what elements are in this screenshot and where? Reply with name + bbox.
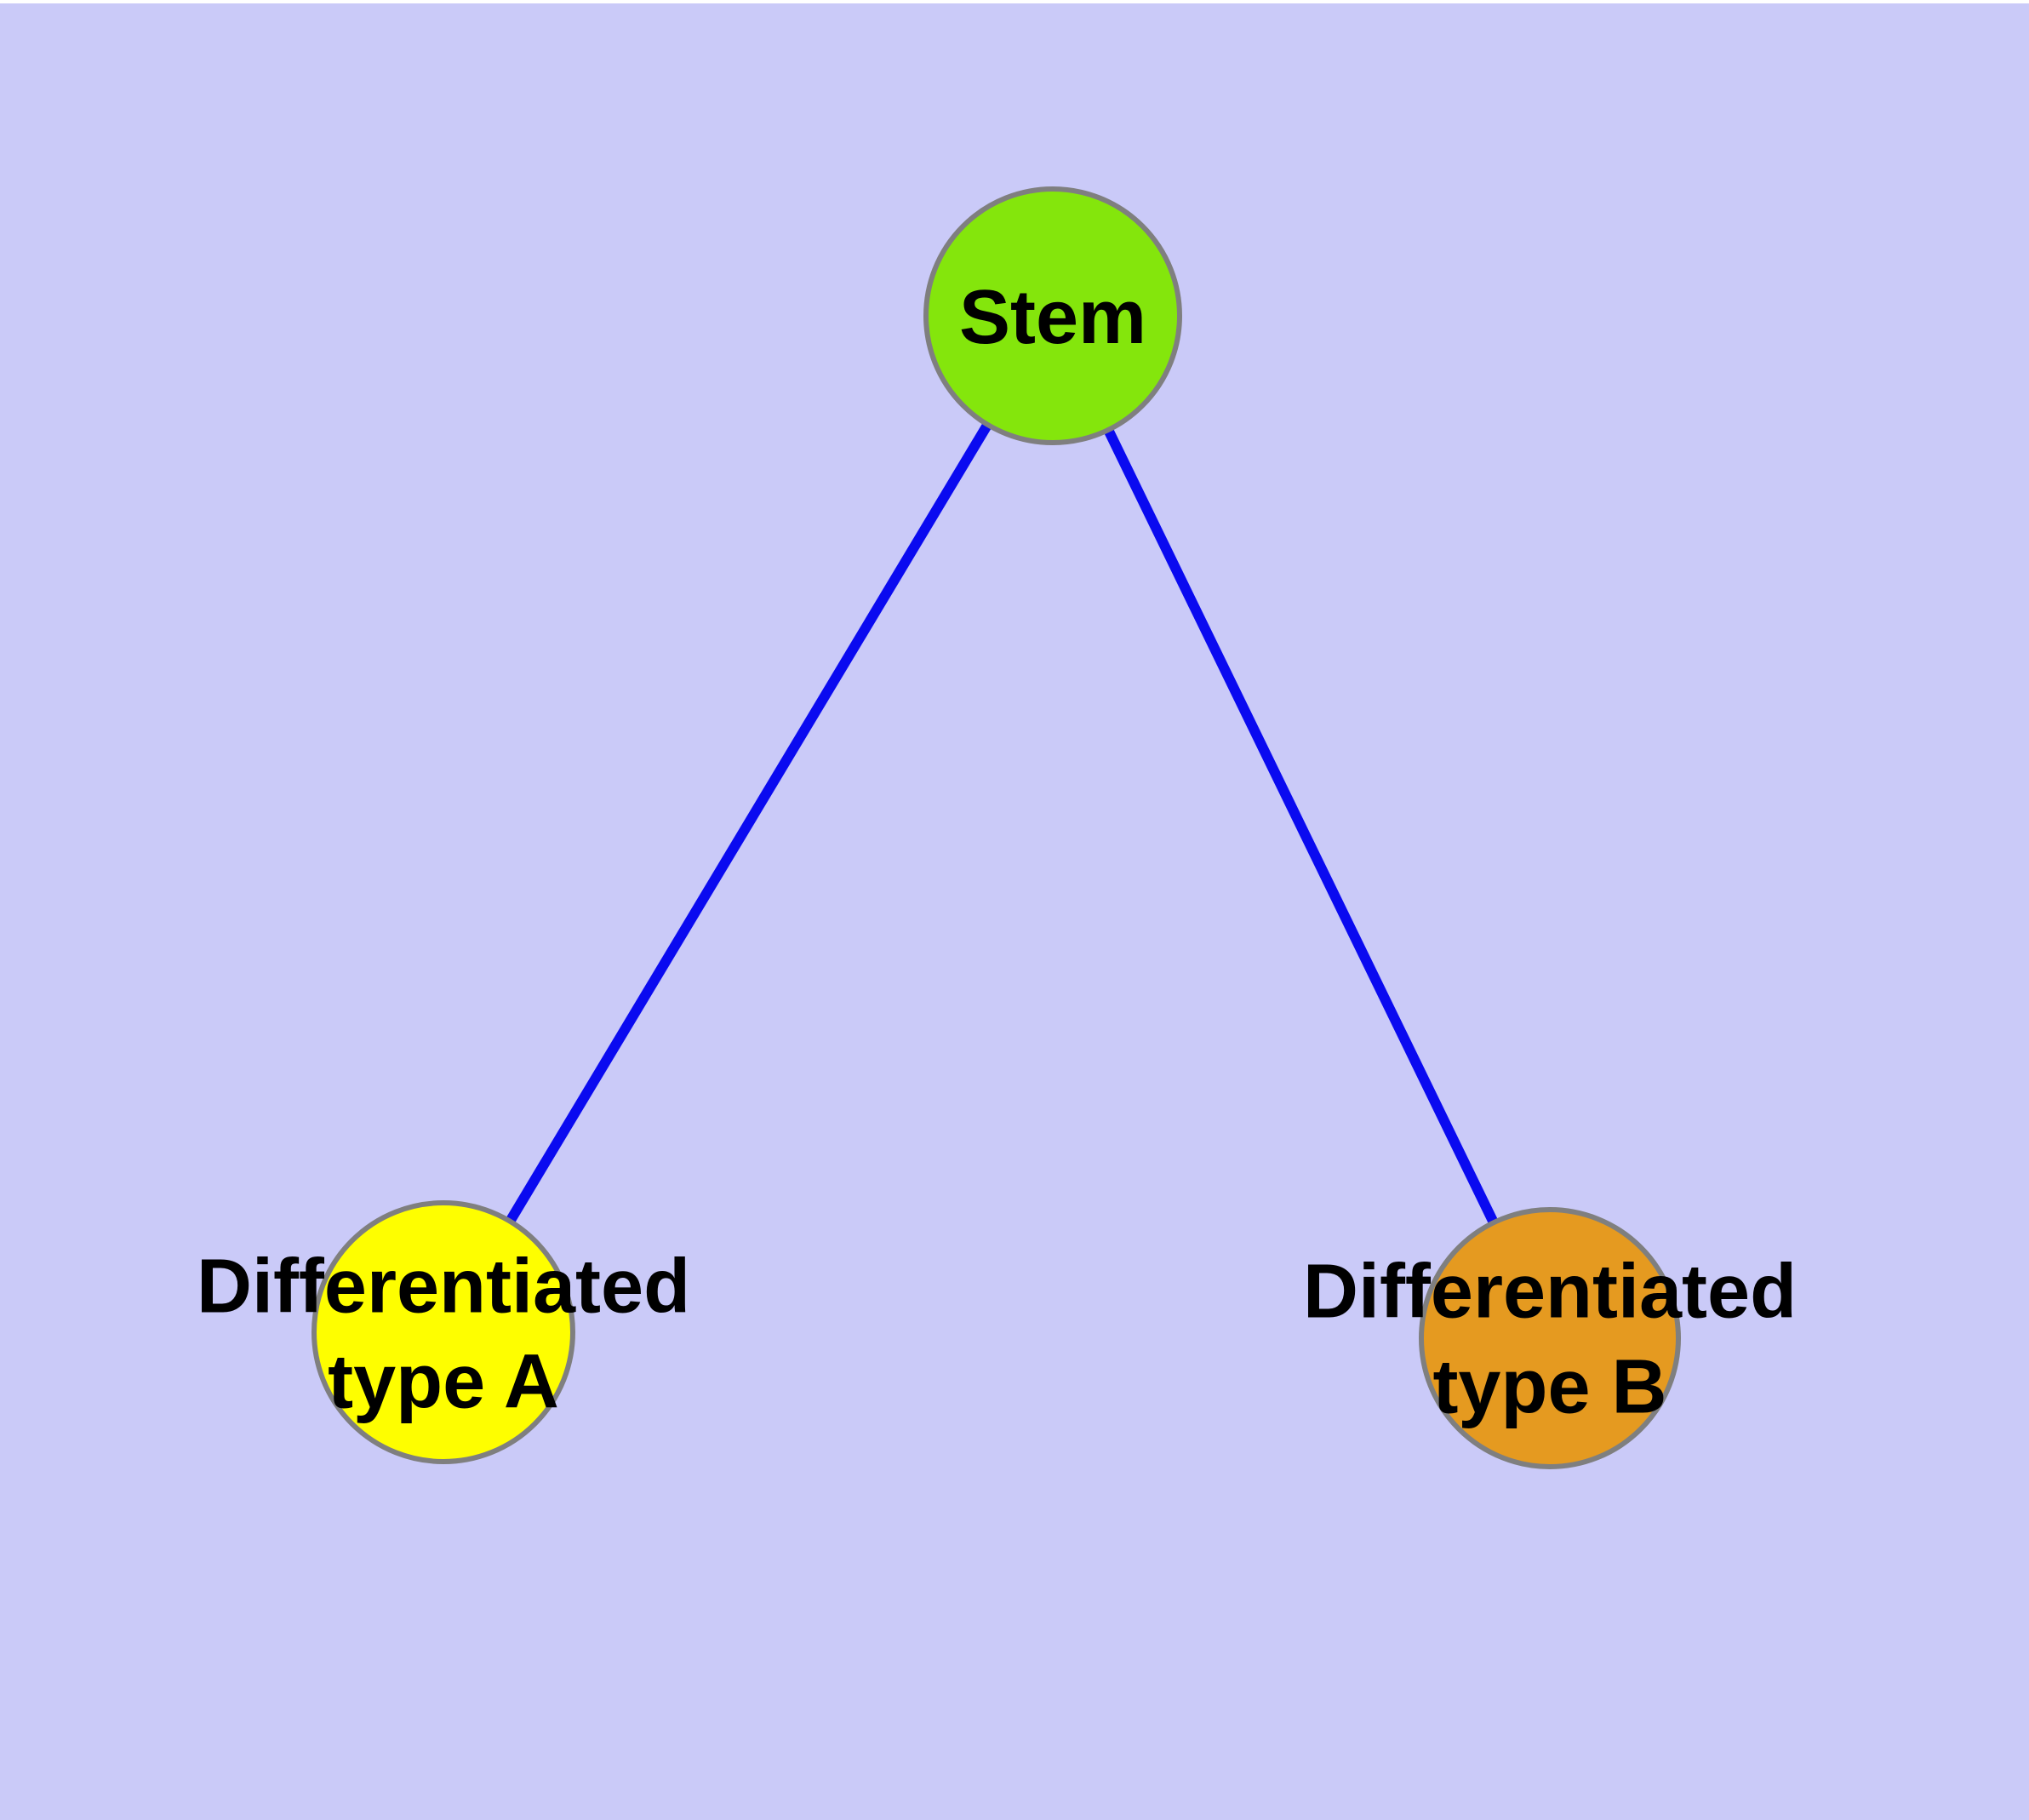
node-differentiated-type-a <box>311 1200 575 1464</box>
node-stem <box>923 186 1182 445</box>
node-differentiated-type-b-label: Differentiated type B <box>1302 1249 1798 1429</box>
edge-stem-to-type-b <box>1048 313 1555 1341</box>
node-differentiated-type-a-label: Differentiated type A <box>196 1244 691 1424</box>
node-stem-label: Stem <box>958 275 1147 361</box>
top-margin-strip <box>0 0 2029 3</box>
edge-stem-to-type-a <box>438 312 1058 1336</box>
node-differentiated-type-b <box>1419 1207 1681 1469</box>
